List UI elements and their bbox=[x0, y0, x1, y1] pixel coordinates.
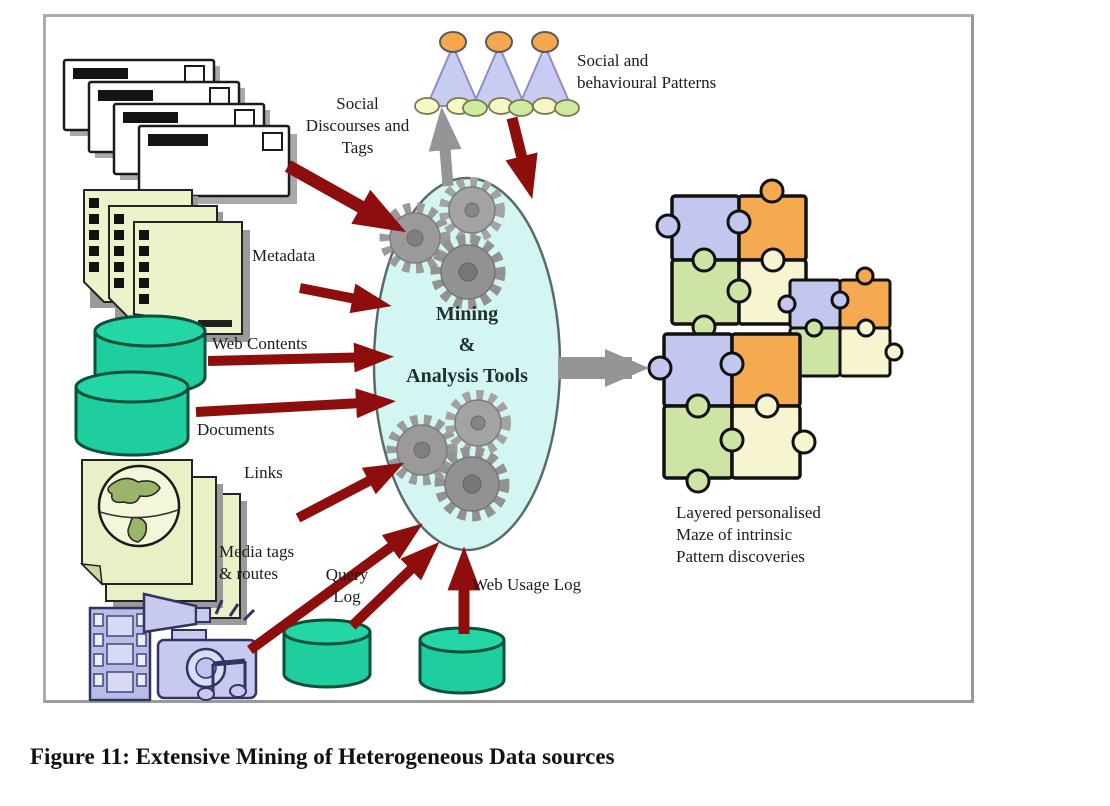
label-mining-analysis-tools: Mining & Analysis Tools bbox=[406, 303, 528, 387]
label-links: Links bbox=[244, 463, 283, 482]
flow-arrows bbox=[195, 106, 649, 655]
puzzle-cluster-lower bbox=[647, 332, 817, 494]
diagram-frame bbox=[43, 14, 974, 703]
arrow-media-tags bbox=[247, 523, 423, 655]
arrow-web-contents bbox=[207, 342, 394, 373]
triangle-network-icon bbox=[414, 31, 580, 117]
label-query-log: Query Log bbox=[325, 565, 369, 606]
label-social-patterns: Social and behavioural Patterns bbox=[577, 51, 717, 92]
query-log-db-icon bbox=[282, 618, 372, 689]
label-metadata: Metadata bbox=[252, 246, 316, 265]
label-web-contents: Web Contents bbox=[212, 334, 308, 353]
label-media-tags: Media tags & routes bbox=[219, 542, 295, 583]
envelope-stack-icon bbox=[62, 58, 297, 204]
arrow-social-discourses bbox=[284, 160, 407, 233]
label-web-usage-log: Web Usage Log bbox=[472, 575, 582, 594]
arrow-query-log bbox=[348, 541, 440, 630]
label-social-discourses: Social Discourses and Tags bbox=[305, 94, 410, 157]
figure-caption: Figure 11: Extensive Mining of Heterogen… bbox=[30, 744, 615, 769]
gears-icon-bottom bbox=[386, 390, 511, 522]
arrow-metadata bbox=[299, 283, 392, 314]
puzzle-cluster-small bbox=[777, 266, 904, 378]
documents-db-icon bbox=[74, 370, 190, 457]
arrow-patterns-to-mining bbox=[505, 116, 538, 200]
multimedia-clipart-icon bbox=[88, 592, 258, 702]
label-documents: Documents bbox=[197, 420, 275, 439]
arrow-mining-to-patterns bbox=[428, 106, 462, 187]
label-pattern-discoveries: Layered personalised Maze of intrinsic P… bbox=[676, 503, 821, 566]
web-usage-log-db-icon bbox=[418, 626, 506, 695]
arrow-documents bbox=[195, 388, 396, 419]
arrow-links bbox=[295, 462, 405, 523]
